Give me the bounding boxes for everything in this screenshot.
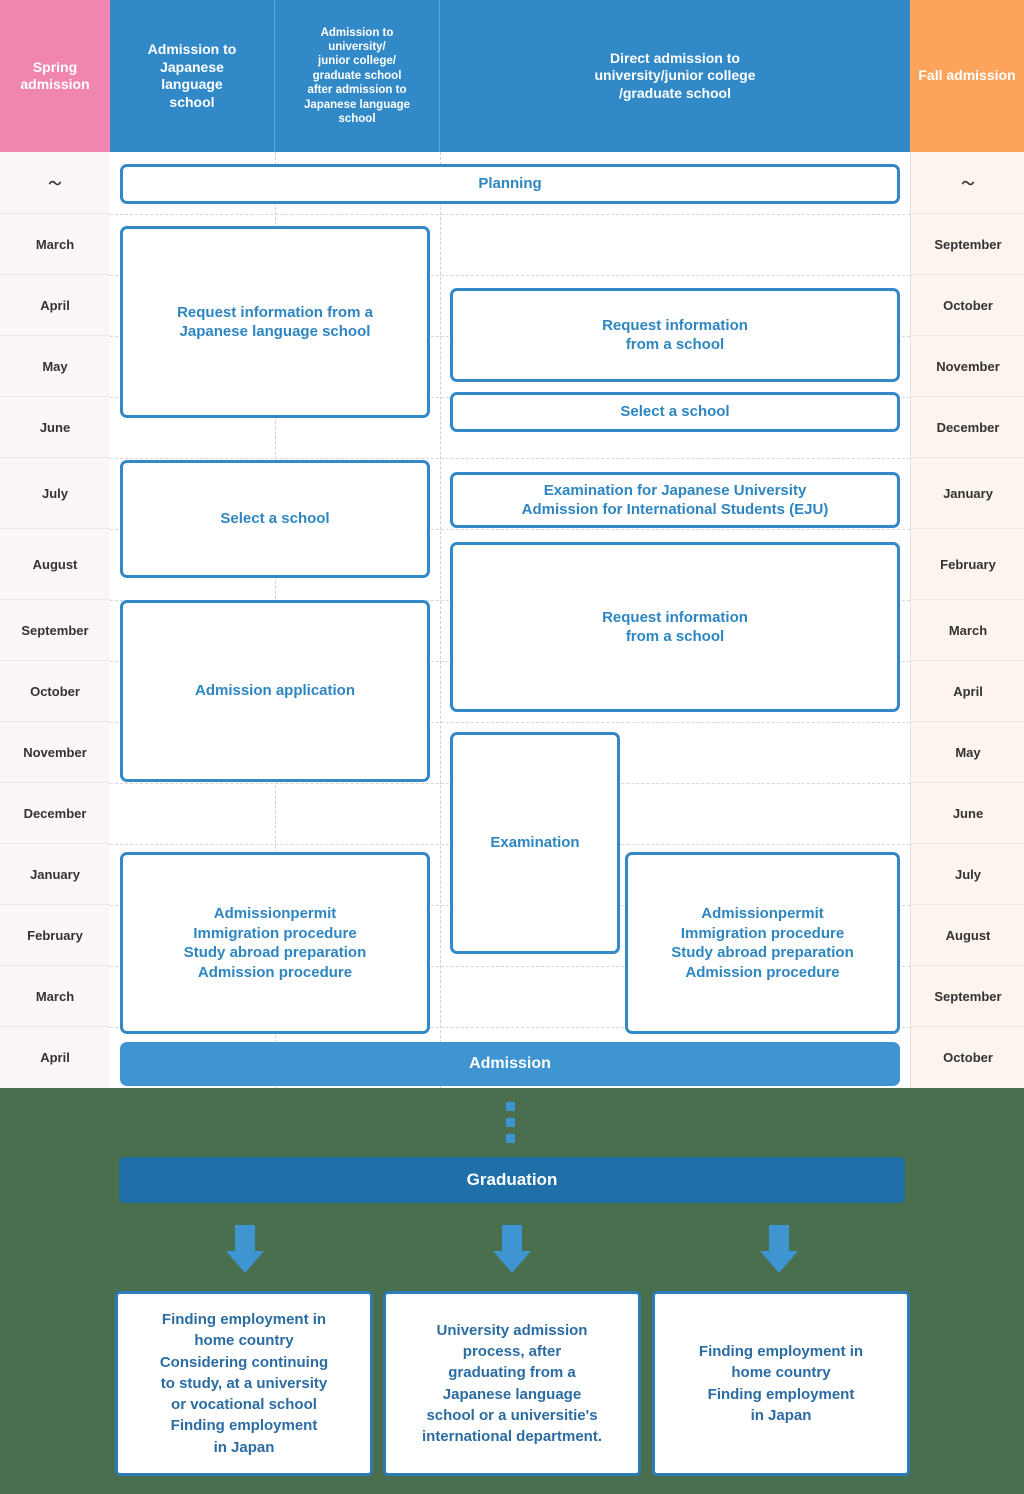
- box-planning: Planning: [120, 164, 900, 204]
- month-cell: April: [0, 275, 110, 336]
- month-cell: September: [911, 214, 1024, 275]
- month-cell: March: [0, 966, 110, 1027]
- month-cell: May: [0, 336, 110, 397]
- box-examination: Examination: [450, 732, 620, 954]
- month-cell: June: [911, 783, 1024, 844]
- month-cell: December: [911, 397, 1024, 458]
- box-admission-application: Admission application: [120, 600, 430, 782]
- month-cell: November: [911, 336, 1024, 397]
- month-cell: July: [0, 458, 110, 529]
- box-select-school-direct: Select a school: [450, 392, 900, 432]
- grid-row-divider: [110, 458, 910, 459]
- month-cell: February: [911, 529, 1024, 600]
- month-cell: March: [911, 600, 1024, 661]
- month-cell: September: [911, 966, 1024, 1027]
- grid-row-divider: [110, 529, 910, 530]
- header-fall-admission: Fall admission: [910, 0, 1024, 152]
- continuation-dots-icon: [506, 1102, 516, 1150]
- month-cell: August: [0, 529, 110, 600]
- box-select-school-language: Select a school: [120, 460, 430, 578]
- graduation-bar: Graduation: [119, 1157, 905, 1203]
- grid-row-divider: [110, 1027, 910, 1028]
- grid-row-divider: [110, 214, 910, 215]
- month-cell: April: [911, 661, 1024, 722]
- box-admission: Admission: [120, 1042, 900, 1086]
- month-cell: October: [0, 661, 110, 722]
- month-cell: January: [0, 844, 110, 905]
- down-arrow-icon-1: [226, 1225, 264, 1273]
- month-cell: November: [0, 722, 110, 783]
- month-cell: October: [911, 275, 1024, 336]
- grid-row-divider: [110, 275, 910, 276]
- month-cell: March: [0, 214, 110, 275]
- month-cell: April: [0, 1027, 110, 1089]
- month-cell: September: [0, 600, 110, 661]
- grid-row-divider: [110, 722, 910, 723]
- down-arrow-icon-3: [760, 1225, 798, 1273]
- month-cell: ～: [911, 152, 1024, 214]
- down-arrow-icon-2: [493, 1225, 531, 1273]
- month-cell: ～: [0, 152, 110, 214]
- month-cell: December: [0, 783, 110, 844]
- month-cell: July: [911, 844, 1024, 905]
- month-cell: June: [0, 397, 110, 458]
- month-cell: May: [911, 722, 1024, 783]
- month-cell: August: [911, 905, 1024, 966]
- month-cell: February: [0, 905, 110, 966]
- grid-divider-2: [440, 152, 441, 1088]
- month-cell: January: [911, 458, 1024, 529]
- grid-row-divider: [110, 966, 910, 967]
- month-cell: October: [911, 1027, 1024, 1089]
